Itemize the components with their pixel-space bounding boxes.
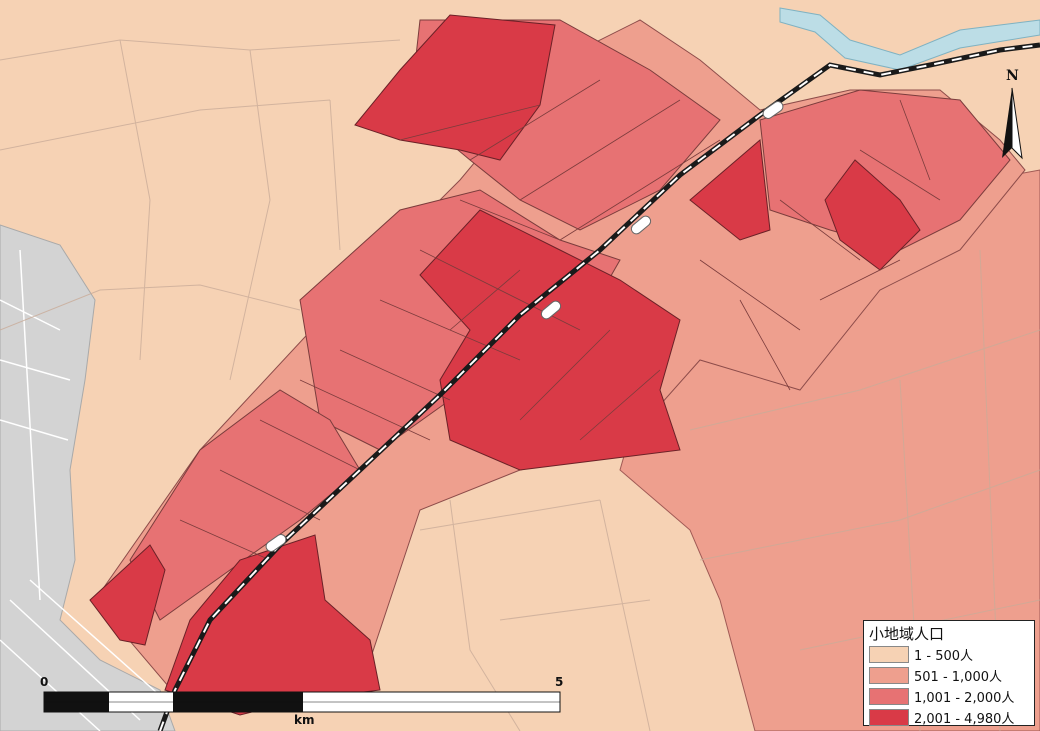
railway-line xyxy=(157,42,1040,731)
urban-grid-southwest xyxy=(0,249,166,731)
scale-end-label: 5 xyxy=(555,675,564,689)
legend-title: 小地域人口 xyxy=(869,625,945,643)
north-label: N xyxy=(1006,68,1019,84)
legend-item: 501 - 1,000人 xyxy=(869,665,1029,686)
legend-item: 1 - 500人 xyxy=(869,644,1029,665)
legend-label: 1,001 - 2,000人 xyxy=(914,691,1015,706)
scale-bar xyxy=(43,691,561,713)
scale-start-label: 0 xyxy=(40,675,49,689)
station-3 xyxy=(630,215,652,235)
station-4 xyxy=(762,101,784,119)
zone-medium-east xyxy=(759,89,1011,251)
legend-item: 2,001 - 4,980人 xyxy=(869,707,1029,728)
zone-high-central xyxy=(419,209,681,471)
legend-swatch xyxy=(869,688,909,705)
scale-unit-label: km xyxy=(294,713,315,727)
river xyxy=(779,7,1040,71)
zone-high-northeast xyxy=(689,139,771,241)
legend-label: 1 - 500人 xyxy=(914,649,974,664)
station-2 xyxy=(540,300,562,320)
north-arrow-icon xyxy=(1002,87,1023,160)
zone-boundaries xyxy=(179,79,941,561)
legend-swatch xyxy=(869,646,909,663)
station-1 xyxy=(265,534,287,552)
legend-item: 1,001 - 2,000人 xyxy=(869,686,1029,707)
zone-high-southwest-a xyxy=(89,544,166,646)
legend-swatch xyxy=(869,667,909,684)
legend-swatch xyxy=(869,709,909,726)
urban-area-southwest xyxy=(0,224,176,731)
zone-high-east xyxy=(824,159,921,271)
legend-label: 2,001 - 4,980人 xyxy=(914,712,1015,727)
legend: 小地域人口 1 - 500人 501 - 1,000人 1,001 - 2,00… xyxy=(863,620,1035,728)
legend-label: 501 - 1,000人 xyxy=(914,670,1002,685)
